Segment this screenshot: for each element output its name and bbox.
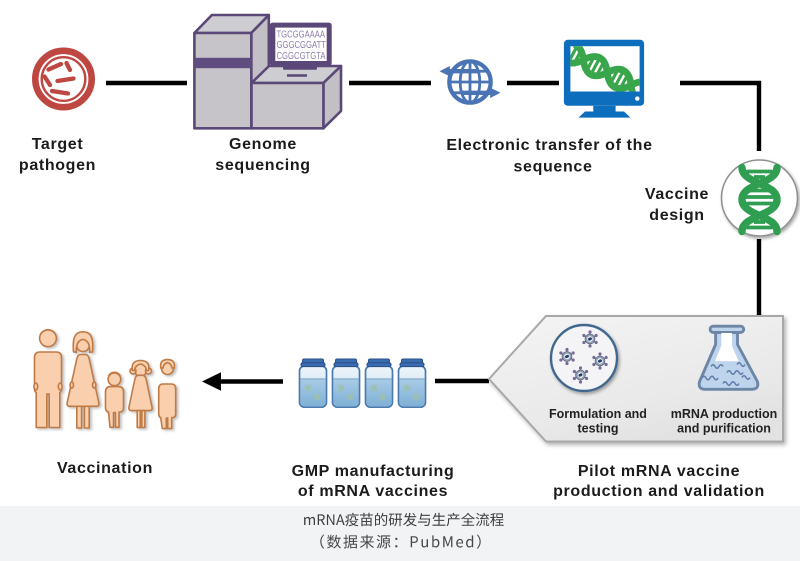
svg-text:and purification: and purification: [677, 422, 771, 436]
svg-text:Genome: Genome: [229, 136, 297, 153]
svg-text:GGGCGGATT: GGGCGGATT: [277, 40, 327, 51]
svg-text:Vaccine: Vaccine: [645, 186, 709, 203]
svg-text:Pilot mRNA vaccine: Pilot mRNA vaccine: [578, 463, 740, 480]
svg-text:CGGCGTGTA: CGGCGTGTA: [277, 51, 326, 62]
svg-text:Target: Target: [32, 136, 84, 153]
svg-text:pathogen: pathogen: [19, 157, 96, 174]
svg-text:Electronic transfer of the: Electronic transfer of the: [446, 137, 652, 154]
svg-text:testing: testing: [578, 422, 619, 436]
svg-text:production and validation: production and validation: [553, 483, 765, 500]
svg-text:sequencing: sequencing: [215, 157, 310, 174]
svg-text:sequence: sequence: [513, 159, 592, 176]
svg-text:design: design: [649, 207, 704, 224]
svg-text:Formulation and: Formulation and: [549, 407, 647, 421]
svg-text:GMP manufacturing: GMP manufacturing: [292, 463, 455, 480]
svg-text:Vaccination: Vaccination: [57, 460, 153, 477]
svg-text:mRNA production: mRNA production: [671, 407, 777, 421]
svg-text:TGCGGAAAA: TGCGGAAAA: [277, 30, 326, 41]
svg-text:of mRNA vaccines: of mRNA vaccines: [298, 483, 448, 500]
